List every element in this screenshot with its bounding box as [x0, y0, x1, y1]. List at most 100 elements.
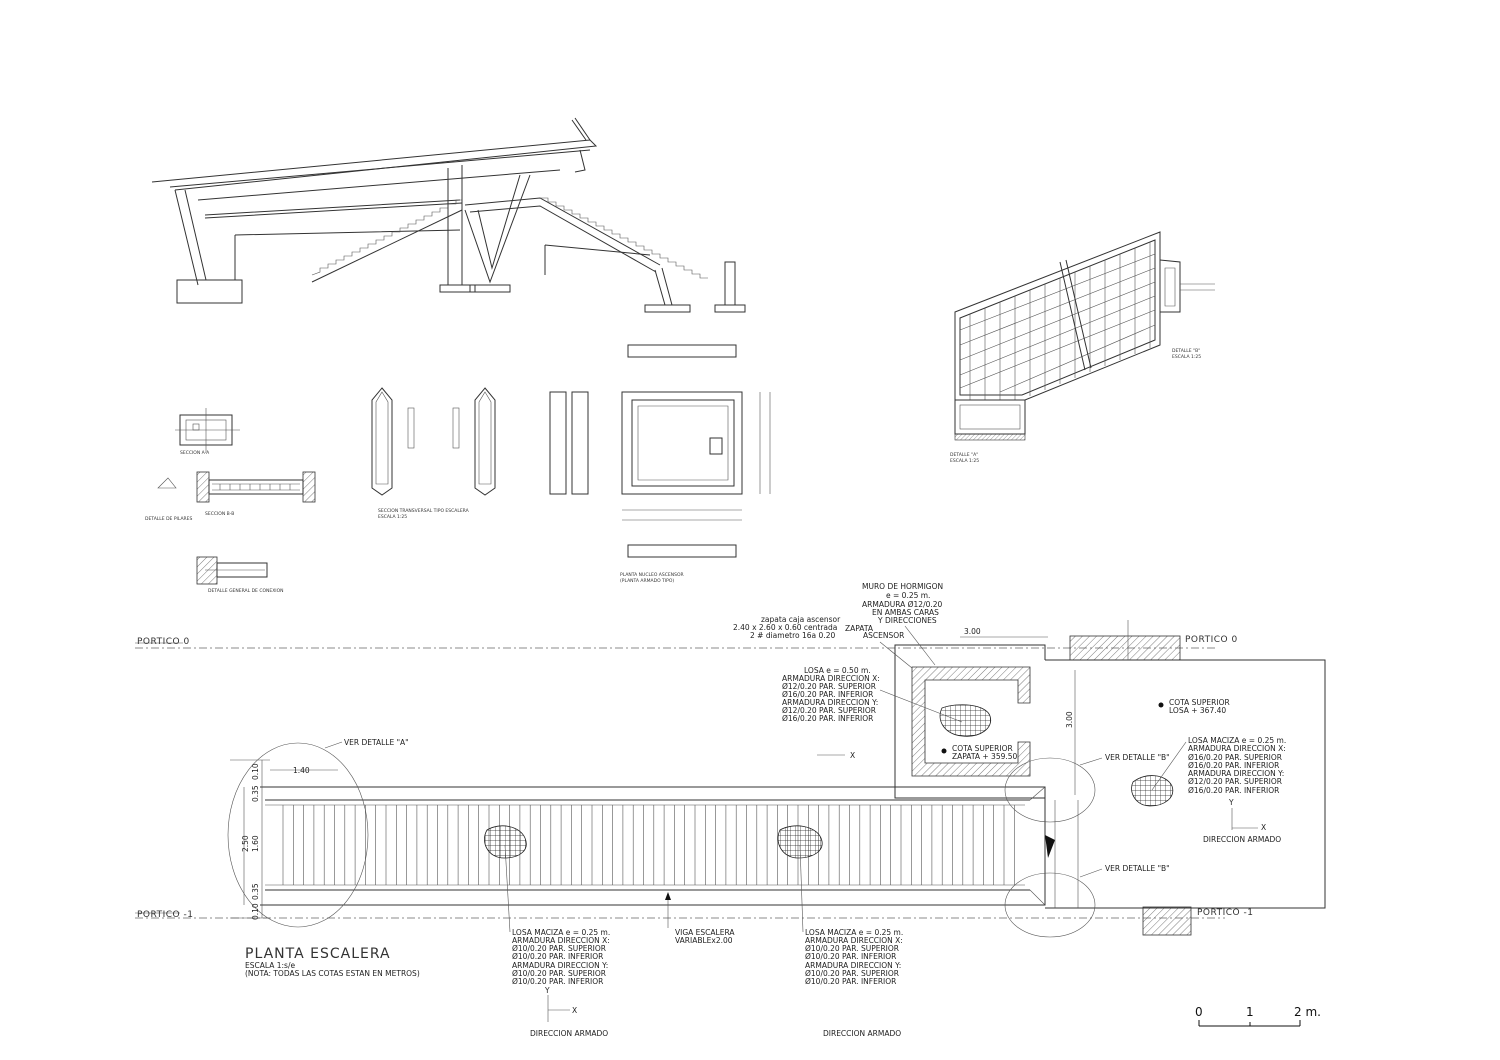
seccion-bb-label: SECCION B-B — [205, 511, 234, 517]
mesh-patch-flight-a — [484, 825, 527, 859]
svg-text:ARMADURA DIRECCION Y:: ARMADURA DIRECCION Y: — [782, 698, 878, 707]
svg-text:ARMADURA DIRECCION X:: ARMADURA DIRECCION X: — [805, 936, 903, 945]
detail-a-ellipse — [227, 742, 369, 928]
planta-nucleo-title: PLANTA NUCLEO ASCENSOR — [620, 572, 684, 578]
detalle-a-scale: ESCALA 1:25 — [950, 458, 979, 464]
detalle-a-title: DETALLE "A" — [950, 452, 978, 458]
callouts: VER DETALLE "A" VER DETALLE "B" VER DETA… — [324, 738, 1170, 878]
svg-text:ZAPATA + 359.50: ZAPATA + 359.50 — [952, 752, 1018, 761]
dim-1-60: 1.60 — [251, 835, 260, 852]
svg-text:Ø12/0.20 PAR. SUPERIOR: Ø12/0.20 PAR. SUPERIOR — [782, 682, 876, 691]
direccion-armado-b: DIRECCION ARMADO — [823, 1029, 901, 1038]
svg-text:Ø10/0.20 PAR. SUPERIOR: Ø10/0.20 PAR. SUPERIOR — [805, 944, 899, 953]
svg-text:ZAPATA: ZAPATA — [845, 624, 874, 633]
svg-text:VIGA ESCALERA: VIGA ESCALERA — [675, 928, 735, 937]
axes-flight-a: X Y DIRECCION ARMADO — [530, 986, 608, 1038]
dim-0-35-top: 0.35 — [251, 785, 260, 802]
note-muro: MURO DE HORMIGON e = 0.25 m. ARMADURA Ø1… — [862, 582, 943, 666]
direccion-armado-a: DIRECCION ARMADO — [530, 1029, 608, 1038]
svg-text:0: 0 — [1195, 1005, 1203, 1019]
svg-text:Ø10/0.20 PAR. INFERIOR: Ø10/0.20 PAR. INFERIOR — [805, 952, 896, 961]
svg-text:LOSA MACIZA e = 0.25 m.: LOSA MACIZA e = 0.25 m. — [512, 928, 610, 937]
ver-detalle-a: VER DETALLE "A" — [344, 738, 409, 747]
svg-text:ARMADURA DIRECCION Y:: ARMADURA DIRECCION Y: — [805, 961, 901, 970]
mesh-patch-flight-b — [777, 825, 823, 859]
plan-title-block: PLANTA ESCALERA ESCALA 1:s/e (NOTA: TODA… — [245, 946, 420, 978]
svg-text:ARMADURA DIRECCION Y:: ARMADURA DIRECCION Y: — [512, 961, 608, 970]
stair-cross-sections: SECCION TRANSVERSAL TIPO ESCALERA ESCALA… — [371, 387, 496, 520]
svg-text:X: X — [572, 1006, 577, 1015]
note-losa-050: LOSA e = 0.50 m. ARMADURA DIRECCION X: Ø… — [782, 666, 963, 723]
section-arrow — [1045, 835, 1055, 858]
portico-m1-label-left: PORTICO -1 — [137, 910, 193, 920]
portico-0-label-left: PORTICO 0 — [137, 637, 190, 647]
stair-treads — [282, 805, 1015, 885]
ver-detalle-b-bottom: VER DETALLE "B" — [1105, 864, 1170, 873]
detalle-pilar-label: DETALLE DE PILARES — [145, 516, 193, 522]
detail-b-ellipse-top — [1004, 757, 1096, 823]
svg-text:2.40 x 2.60 x 0.60 centrada: 2.40 x 2.60 x 0.60 centrada — [733, 623, 837, 632]
svg-text:ARMADURA Ø12/0.20: ARMADURA Ø12/0.20 — [862, 600, 943, 609]
svg-text:Ø10/0.20 PAR. SUPERIOR: Ø10/0.20 PAR. SUPERIOR — [805, 969, 899, 978]
svg-text:MURO DE HORMIGON: MURO DE HORMIGON — [862, 582, 943, 591]
svg-text:COTA SUPERIOR: COTA SUPERIOR — [952, 744, 1013, 753]
svg-text:X: X — [1261, 823, 1266, 832]
svg-text:Ø16/0.20 PAR. INFERIOR: Ø16/0.20 PAR. INFERIOR — [1188, 761, 1279, 770]
svg-text:ARMADURA DIRECCION X:: ARMADURA DIRECCION X: — [512, 936, 610, 945]
elevator-pit: 3.00 3.00 — [911, 627, 1076, 795]
seccion-transversal-scale: ESCALA 1:25 — [378, 514, 407, 520]
plan-title: PLANTA ESCALERA — [245, 946, 391, 962]
dim-0-10-bottom: 0.10 — [251, 903, 260, 920]
svg-text:Ø10/0.20 PAR. SUPERIOR: Ø10/0.20 PAR. SUPERIOR — [512, 944, 606, 953]
svg-text:Y: Y — [544, 986, 550, 995]
detalle-b-title: DETALLE "B" — [1172, 348, 1200, 354]
seccion-aa-label: SECCION A-A — [180, 450, 210, 456]
dim-3-00-horizontal: 3.00 — [964, 627, 981, 636]
ver-detalle-b-top: VER DETALLE "B" — [1105, 753, 1170, 762]
pillar-details: SECCION A-A SECCION B-B DETALLE DE PILAR… — [145, 408, 316, 594]
stair-elevation — [151, 117, 746, 313]
svg-text:COTA SUPERIOR: COTA SUPERIOR — [1169, 698, 1230, 707]
column-portico-0 — [1069, 635, 1181, 661]
stair-flight — [230, 759, 1174, 919]
svg-text:Y: Y — [1228, 798, 1234, 807]
seccion-transversal-title: SECCION TRANSVERSAL TIPO ESCALERA — [378, 508, 470, 514]
detail-b-ellipse-bottom — [1004, 872, 1096, 938]
grid-lines: PORTICO 0 PORTICO -1 PORTICO 0 PORTICO -… — [135, 635, 1253, 920]
detail-a-dims: 1.40 0.10 0.35 2.50 1.60 0.35 0.10 — [241, 760, 338, 920]
planta-nucleo-subtitle: (PLANTA ARMADO TIPO) — [620, 578, 674, 584]
note-losa-025-b: LOSA MACIZA e = 0.25 m. ARMADURA DIRECCI… — [799, 844, 903, 986]
direccion-armado-landing: DIRECCION ARMADO — [1203, 835, 1281, 844]
svg-text:2 m.: 2 m. — [1294, 1005, 1321, 1019]
svg-text:VARIABLEx2.00: VARIABLEx2.00 — [675, 936, 733, 945]
svg-text:Ø16/0.20 PAR. INFERIOR: Ø16/0.20 PAR. INFERIOR — [782, 714, 873, 723]
svg-text:ARMADURA DIRECCION X:: ARMADURA DIRECCION X: — [1188, 744, 1286, 753]
portico-0-label-right: PORTICO 0 — [1185, 635, 1238, 645]
detalle-conexion-label: DETALLE GENERAL DE CONEXION — [208, 588, 284, 594]
note-losa-025-right: LOSA MACIZA e = 0.25 m. ARMADURA DIRECCI… — [1151, 736, 1286, 795]
svg-text:EN AMBAS CARAS: EN AMBAS CARAS — [872, 608, 939, 617]
mesh-patch-pit — [939, 704, 992, 737]
dim-2-50: 2.50 — [241, 835, 250, 852]
note-cota-losa: COTA SUPERIOR LOSA + 367.40 — [1158, 698, 1230, 715]
note-zapata-caja: zapata caja ascensor 2.40 x 2.60 x 0.60 … — [733, 615, 913, 669]
svg-text:ASCENSOR: ASCENSOR — [863, 631, 904, 640]
axes-flight-b: DIRECCION ARMADO — [823, 1029, 901, 1038]
svg-text:Ø10/0.20 PAR. SUPERIOR: Ø10/0.20 PAR. SUPERIOR — [512, 969, 606, 978]
svg-text:zapata caja ascensor: zapata caja ascensor — [761, 615, 841, 624]
svg-text:Y DIRECCIONES: Y DIRECCIONES — [877, 616, 937, 625]
svg-text:Ø12/0.20 PAR. SUPERIOR: Ø12/0.20 PAR. SUPERIOR — [782, 706, 876, 715]
svg-text:Ø10/0.20 PAR. INFERIOR: Ø10/0.20 PAR. INFERIOR — [512, 952, 603, 961]
mesh-patch-landing — [1131, 775, 1174, 807]
svg-text:Ø10/0.20 PAR. INFERIOR: Ø10/0.20 PAR. INFERIOR — [512, 977, 603, 986]
svg-text:LOSA MACIZA e = 0.25 m.: LOSA MACIZA e = 0.25 m. — [1188, 736, 1286, 745]
svg-text:LOSA MACIZA e = 0.25 m.: LOSA MACIZA e = 0.25 m. — [805, 928, 903, 937]
upper-landing-slab — [894, 620, 1326, 909]
plan-note: (NOTA: TODAS LAS COTAS ESTAN EN METROS) — [245, 969, 420, 978]
svg-text:Ø16/0.20 PAR. SUPERIOR: Ø16/0.20 PAR. SUPERIOR — [1188, 753, 1282, 762]
svg-text:Ø16/0.20 PAR. INFERIOR: Ø16/0.20 PAR. INFERIOR — [782, 690, 873, 699]
svg-text:ARMADURA DIRECCION X:: ARMADURA DIRECCION X: — [782, 674, 880, 683]
scale-bar: 0 1 2 m. — [1195, 1005, 1321, 1027]
svg-text:X: X — [850, 751, 855, 760]
svg-text:ARMADURA DIRECCION Y:: ARMADURA DIRECCION Y: — [1188, 769, 1284, 778]
